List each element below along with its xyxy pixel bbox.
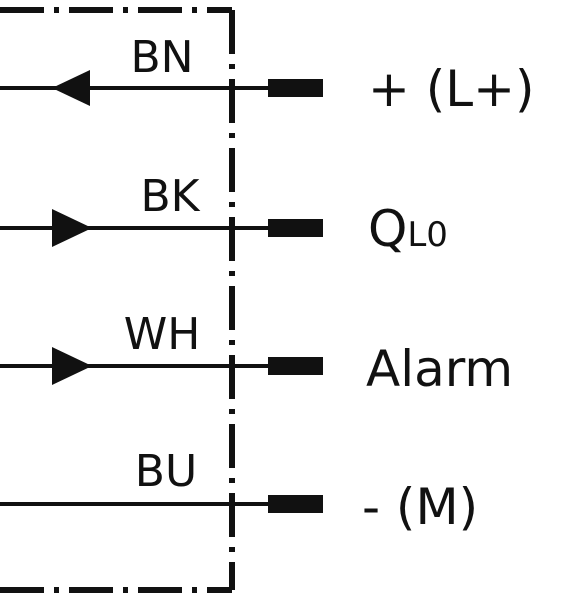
wire-wh-terminal-pin	[268, 357, 323, 375]
wire-bu: BU - (M)	[0, 446, 478, 536]
wire-bn-code: BN	[130, 32, 193, 83]
wire-bk-terminal-pin	[268, 219, 323, 237]
wire-bn: BN + (L+)	[0, 32, 535, 118]
arrow-right-icon	[52, 209, 92, 247]
wire-bk-terminal-main: Q	[368, 200, 407, 258]
wire-bk-terminal-sub: L0	[407, 215, 448, 255]
wire-bu-code: BU	[135, 446, 197, 497]
wire-bk-terminal-label: QL0	[368, 200, 448, 258]
wire-bn-terminal-label: + (L+)	[368, 60, 535, 118]
wire-bn-terminal-pin	[268, 79, 323, 97]
arrow-left-icon	[52, 70, 90, 106]
wire-wh-terminal-label: Alarm	[366, 340, 513, 398]
wire-bu-terminal-pin	[268, 495, 323, 513]
wire-bk-code: BK	[140, 171, 200, 222]
sensor-boundary	[0, 7, 235, 593]
wire-bk: BK QL0	[0, 171, 448, 258]
wire-wh-code: WH	[124, 309, 201, 360]
wire-bu-terminal-label: - (M)	[362, 478, 478, 536]
wire-wh: WH Alarm	[0, 309, 513, 398]
arrow-right-icon	[52, 347, 92, 385]
